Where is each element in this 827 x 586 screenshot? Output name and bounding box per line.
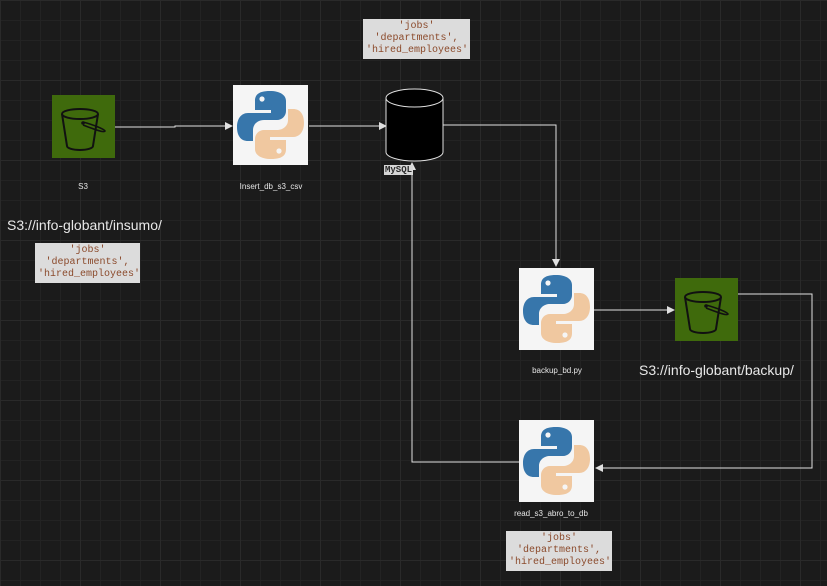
table-departments: 'departments', <box>516 545 601 556</box>
backup-script-label: backup_bd.py <box>532 366 582 375</box>
database-cylinder-icon[interactable] <box>385 88 444 162</box>
tables-note-input: 'jobs' 'departments', 'hired_employees' <box>35 243 140 283</box>
table-jobs: 'jobs' <box>540 533 577 544</box>
python-logo-icon <box>237 91 304 159</box>
table-departments: 'departments', <box>374 33 459 44</box>
edge-s3backup-to-read[interactable] <box>595 293 813 472</box>
s3-input-node[interactable] <box>52 95 115 158</box>
edge-mysql-to-backup[interactable] <box>443 124 560 267</box>
s3-input-path: S3://info-globant/insumo/ <box>7 217 162 233</box>
backup-script-node[interactable] <box>519 268 594 350</box>
insert-script-node[interactable] <box>233 85 308 165</box>
mysql-label: MySQL <box>384 165 414 175</box>
read-script-node[interactable] <box>519 420 594 502</box>
table-hired-employees: 'hired_employees' <box>366 45 469 56</box>
insert-script-label: Insert_db_s3_csv <box>239 182 303 191</box>
bucket-icon <box>684 291 729 334</box>
read-script-label: read_s3_abro_to_db <box>514 509 588 518</box>
s3-backup-node[interactable] <box>675 278 738 341</box>
table-hired-employees: 'hired_employees' <box>509 557 612 568</box>
table-jobs: 'jobs' <box>69 245 106 256</box>
python-logo-icon <box>523 275 590 343</box>
python-logo-icon <box>523 427 590 495</box>
table-departments: 'departments', <box>45 257 130 268</box>
bucket-icon <box>61 108 106 151</box>
s3-input-label: S3 <box>78 182 88 191</box>
tables-note-bottom: 'jobs' 'departments', 'hired_employees' <box>506 531 612 571</box>
edge-read-to-mysql[interactable] <box>408 162 519 463</box>
edge-s3-to-insert[interactable] <box>115 122 233 130</box>
table-hired-employees: 'hired_employees' <box>38 269 141 280</box>
s3-backup-path: S3://info-globant/backup/ <box>639 362 794 378</box>
table-jobs: 'jobs' <box>398 21 435 32</box>
tables-note-top: 'jobs' 'departments', 'hired_employees' <box>363 19 470 59</box>
